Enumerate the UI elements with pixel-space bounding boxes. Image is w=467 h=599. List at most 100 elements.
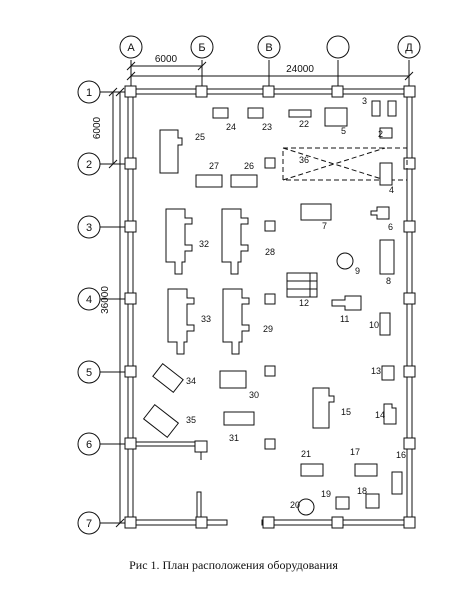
equipment-label: 20	[290, 500, 300, 510]
equipment-16	[391, 471, 403, 495]
axis-label-col: Д	[405, 42, 413, 54]
equipment-label: 8	[386, 276, 391, 286]
equipment-label: 4	[389, 185, 394, 195]
axis-label-row: 5	[86, 367, 92, 379]
building-columns	[124, 85, 416, 529]
axis-bubble-v	[257, 35, 281, 59]
equipment-33	[167, 288, 195, 355]
axis-label-row: 1	[86, 87, 92, 99]
equipment-9	[336, 252, 354, 270]
equipment-label: 33	[201, 314, 211, 324]
axis-bubble-row	[77, 511, 101, 535]
axis-label-row: 4	[86, 294, 92, 306]
dimension-label: 6000	[92, 116, 103, 139]
equipment-label: 36	[299, 155, 309, 165]
equipment-label: 24	[226, 122, 236, 132]
axis-bubble-d	[397, 35, 421, 59]
equipment-25	[159, 129, 183, 174]
equipment-24	[212, 107, 229, 119]
equipment-labels: 2 3 4 5 6 7 8 9 10 11 12 13 14 15 16 17 …	[186, 96, 406, 510]
equipment-label: 28	[265, 247, 275, 257]
equipment-4	[379, 162, 393, 186]
equipment-8	[379, 239, 395, 275]
equipment-label: 7	[322, 221, 327, 231]
equipment-label: 34	[186, 376, 196, 386]
equipment-14	[383, 403, 397, 425]
equipment-21	[300, 463, 324, 477]
equipment-30	[219, 370, 247, 389]
equipment-label: 12	[299, 298, 309, 308]
equipment-label: 30	[249, 390, 259, 400]
equipment-10	[379, 312, 391, 336]
equipment-layout-plan: А Б В Д 1 2 3 4 5 6 7	[77, 35, 421, 535]
equipment-label: 16	[396, 450, 406, 460]
equipment-label: 9	[355, 266, 360, 276]
figure-caption: Рис 1. План расположения оборудования	[129, 558, 338, 572]
equipment-label: 19	[321, 489, 331, 499]
equipment-label: 15	[341, 407, 351, 417]
axis-bubble-g	[326, 35, 350, 59]
equipment-label: 21	[301, 449, 311, 459]
equipment-3b	[387, 100, 397, 117]
equipment-7	[300, 203, 332, 221]
axis-label-row: 7	[86, 518, 92, 530]
equipment-label: 6	[388, 222, 393, 232]
equipment-label: 23	[262, 122, 272, 132]
equipment-29	[222, 288, 250, 355]
equipment-label: 10	[369, 320, 379, 330]
equipment-12	[286, 272, 318, 298]
axis-bubble-row	[77, 432, 101, 456]
equipment-27	[195, 174, 223, 188]
equipment-18	[365, 493, 380, 509]
equipment-label: 32	[199, 239, 209, 249]
equipment-26	[230, 174, 258, 188]
axis-label-row: 3	[86, 222, 92, 234]
column-axes	[119, 35, 421, 90]
axis-label-row: 6	[86, 439, 92, 451]
equipment-5	[324, 107, 348, 127]
equipment-label: 25	[195, 132, 205, 142]
dimension-label: 24000	[286, 64, 314, 75]
axis-bubble-a	[119, 35, 143, 59]
equipment-15	[312, 387, 335, 429]
equipment-label: 31	[229, 433, 239, 443]
equipment-3a	[371, 100, 381, 117]
equipment-34	[152, 362, 184, 394]
axis-bubble-b	[190, 35, 214, 59]
equipment-label: 13	[371, 366, 381, 376]
equipment-19	[335, 496, 350, 510]
axis-label-col: Б	[198, 42, 205, 54]
equipment-23	[247, 107, 264, 119]
equipment-label: 3	[362, 96, 367, 106]
equipment-label: 18	[357, 486, 367, 496]
dimension-label: 36000	[100, 286, 111, 314]
equipment-36	[282, 147, 408, 181]
axis-bubble-row	[77, 80, 101, 104]
dimension-lines	[108, 61, 414, 528]
equipment-label: 29	[263, 324, 273, 334]
equipment-13	[381, 365, 395, 381]
equipment-label: 17	[350, 447, 360, 457]
equipment-label: 5	[341, 126, 346, 136]
axis-label-col: В	[265, 42, 272, 54]
equipment-label: 14	[375, 410, 385, 420]
equipment-2	[379, 127, 393, 139]
equipment-22	[288, 109, 312, 118]
equipment-label: 11	[340, 314, 349, 324]
dimension-label: 6000	[155, 54, 178, 65]
equipment-label: 2	[378, 129, 383, 139]
equipment-31	[223, 411, 255, 426]
equipment-label: 27	[209, 161, 219, 171]
equipment-shapes	[142, 100, 408, 516]
axis-bubble-row	[77, 215, 101, 239]
equipment-28	[221, 208, 249, 275]
equipment-6	[370, 206, 390, 220]
equipment-11	[331, 295, 362, 311]
axis-bubble-row	[77, 152, 101, 176]
equipment-17	[354, 463, 378, 477]
equipment-35	[142, 403, 180, 439]
equipment-32	[165, 208, 193, 275]
axis-bubble-row	[77, 360, 101, 384]
axis-label-col: А	[127, 42, 135, 54]
equipment-label: 22	[299, 119, 309, 129]
